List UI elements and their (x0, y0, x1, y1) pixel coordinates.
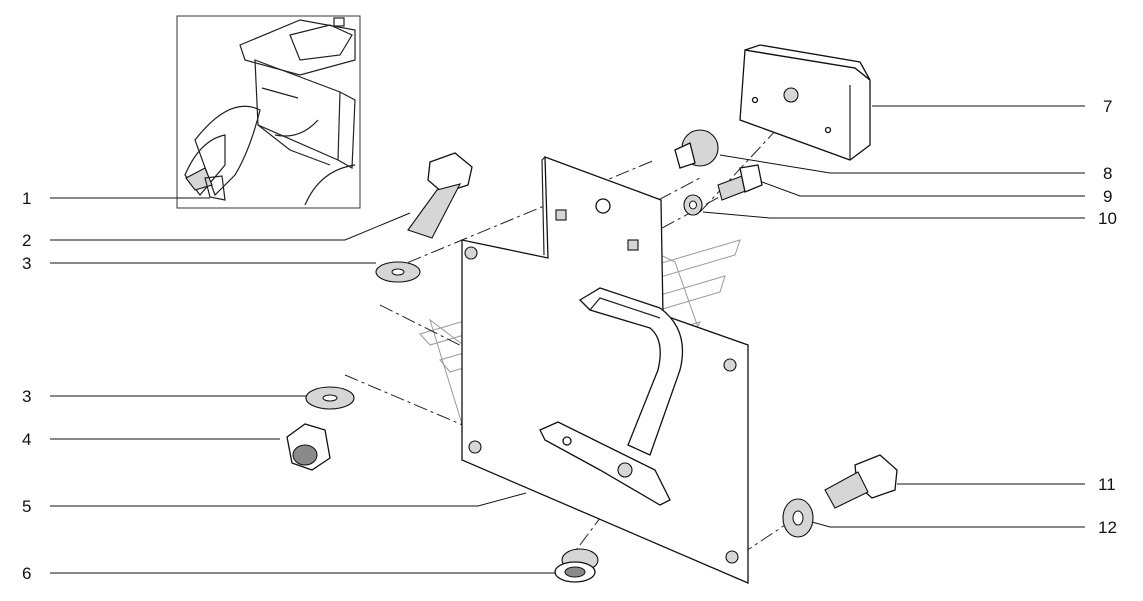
callout-7: 7 (1103, 97, 1112, 116)
callout-1: 1 (22, 189, 31, 208)
callout-11: 11 (1098, 475, 1116, 494)
mounting-plate (461, 156, 749, 584)
callout-6: 6 (22, 564, 31, 583)
screw-and-washer (683, 164, 763, 216)
callout-labels: 1 2 3 3 4 5 6 7 8 9 10 11 12 (22, 97, 1117, 583)
callout-10: 10 (1098, 209, 1117, 228)
callout-4: 4 (22, 430, 31, 449)
callout-2: 2 (22, 231, 31, 250)
leader-lines (50, 105, 1085, 574)
lamp-bulb (674, 129, 719, 169)
callout-8: 8 (1103, 164, 1112, 183)
callout-5: 5 (22, 497, 31, 516)
bolt-and-washer-lower (782, 454, 898, 538)
washer-and-nut-lower (286, 386, 355, 471)
callout-12: 12 (1098, 518, 1117, 537)
callout-9: 9 (1103, 187, 1112, 206)
bent-bracket (539, 287, 684, 506)
callout-3-upper: 3 (22, 254, 31, 273)
bolt-and-washer-upper (375, 152, 473, 283)
callout-3-lower: 3 (22, 387, 31, 406)
location-inset (176, 15, 361, 209)
grommet (554, 548, 599, 583)
tail-lamp (739, 44, 871, 161)
